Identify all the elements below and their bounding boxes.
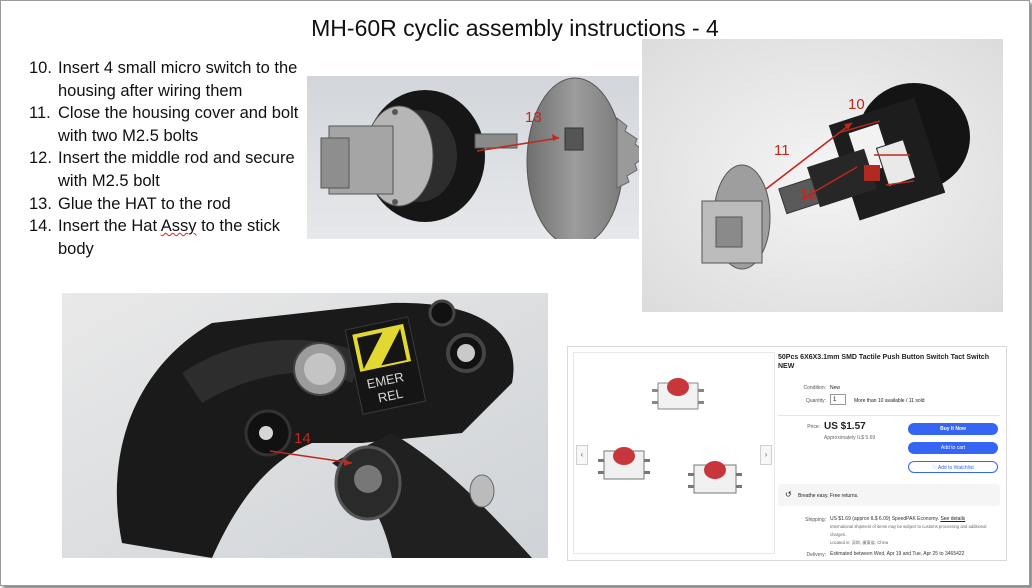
step-text: Insert the middle rod and secure with M2… [58, 149, 295, 190]
quantity-label: Quantity: [805, 398, 826, 404]
international-note: International shipment of items may be s… [830, 524, 987, 537]
returns-banner: ↺ Breathe easy. Free returns. [778, 484, 1000, 506]
callout-12: 12 [800, 186, 817, 203]
item-location: Located in: 深圳, 廣東省, China [830, 540, 889, 545]
switch-housing-render: 10 11 12 [642, 39, 1003, 312]
shipping-text: US $1.69 (approx IL$ 6.09) SpeedPAK Econ… [830, 516, 940, 522]
step-text: Insert 4 small micro switch to the housi… [58, 59, 298, 100]
divider [778, 415, 1000, 416]
step-text: Insert the Hat [58, 217, 161, 236]
step-item: 14. Insert the Hat Assy to the stick body [29, 215, 299, 260]
quantity-input[interactable]: 1 [830, 394, 846, 405]
step-number: 12. [29, 149, 52, 168]
price-label: Price: [807, 424, 820, 430]
hat-rod-render: 13 [307, 76, 639, 239]
step-item: 11. Close the housing cover and bolt with… [29, 102, 299, 147]
step-number: 11. [29, 104, 51, 123]
price-value: US $1.57 [824, 421, 866, 432]
logo-line-2: REL [377, 386, 405, 406]
buy-it-now-button[interactable]: Buy It Now [908, 423, 998, 435]
callout-10: 10 [848, 96, 865, 113]
return-arrow-icon: ↺ [785, 490, 792, 499]
tactile-switch-photo [598, 378, 742, 494]
step-item: 10. Insert 4 small micro switch to the ho… [29, 57, 299, 102]
shipping-details-link[interactable]: See details [940, 516, 966, 522]
availability-text: More than 10 available / 11 sold [854, 398, 925, 404]
shipping-label: Shipping: [805, 517, 826, 523]
callout-14: 14 [294, 430, 311, 447]
step-text: Close the housing cover and bolt with tw… [58, 104, 299, 145]
stick-body-render: EMER REL 14 [62, 293, 548, 558]
slide-title: MH-60R cyclic assembly instructions - 4 [311, 15, 719, 41]
step-number: 14. [29, 217, 52, 236]
step-text-flagged-word: Assy [160, 217, 197, 236]
step-item: 12. Insert the middle rod and secure with… [29, 147, 299, 192]
delivery-text: Estimated between Wed, Apr 19 and Tue, A… [830, 551, 965, 557]
add-to-cart-button[interactable]: Add to cart [908, 442, 998, 454]
price-approx: Approximately IL$ 5.69 [824, 435, 876, 441]
steps-list: 10. Insert 4 small micro switch to the ho… [29, 57, 299, 260]
shipping-info: US $1.69 (approx IL$ 6.09) SpeedPAK Econ… [830, 516, 1002, 547]
returns-text: Breathe easy. Free returns. [798, 493, 859, 499]
add-to-watchlist-button[interactable]: ♡ Add to Watchlist [908, 461, 998, 473]
step-number: 10. [29, 59, 52, 77]
condition-label: Condition: [803, 385, 826, 391]
callout-11: 11 [774, 142, 790, 159]
condition-value: New [830, 385, 841, 391]
ebay-listing-screenshot: ‹ › [567, 346, 1007, 561]
listing-title: 50Pcs 6X6X3.1mm SMD Tactile Push Button … [778, 354, 989, 370]
product-gallery: ‹ › [573, 352, 775, 554]
step-text: to the stick body [58, 217, 280, 258]
callout-13: 13 [525, 109, 542, 126]
step-text: Glue the HAT to the rod [58, 194, 231, 213]
gallery-prev-arrow[interactable]: ‹ [576, 445, 588, 465]
delivery-label: Delivery: [806, 552, 826, 558]
step-number: 13. [29, 194, 52, 213]
gallery-next-arrow[interactable]: › [760, 445, 772, 465]
step-item: 13. Glue the HAT to the rod [29, 193, 299, 216]
